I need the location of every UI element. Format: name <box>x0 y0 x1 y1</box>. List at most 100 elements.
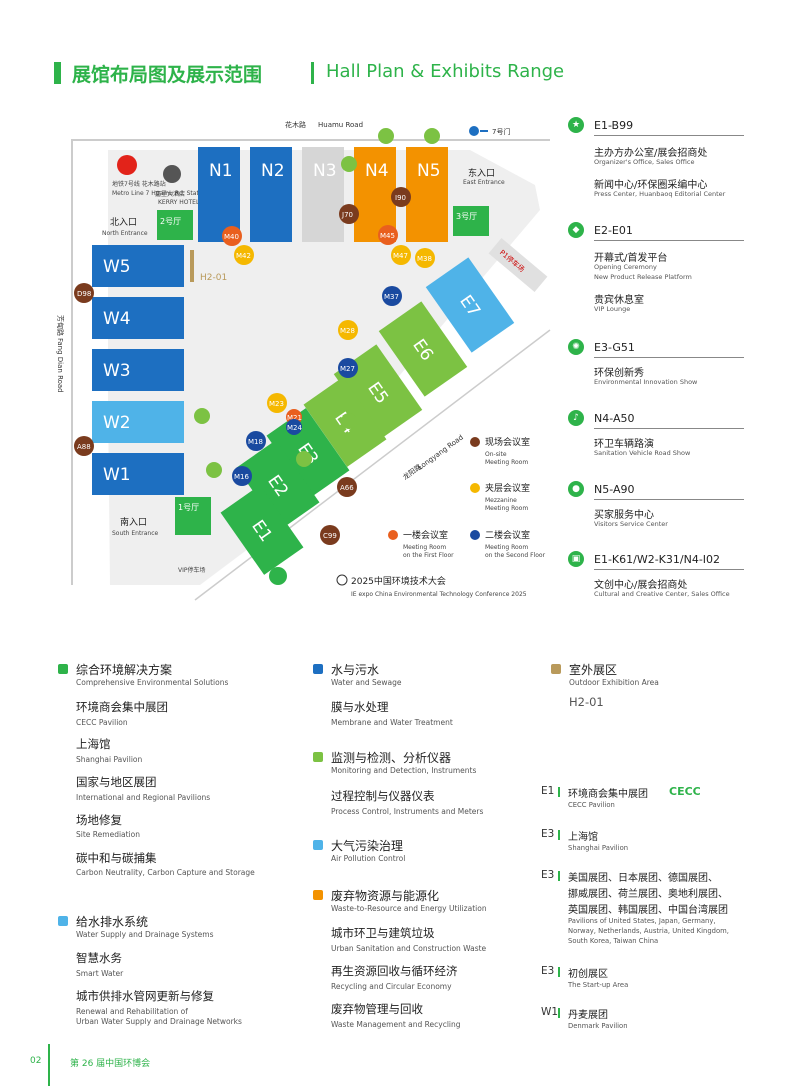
hall-w2[interactable] <box>92 401 184 443</box>
hall-e2[interactable]: E2 <box>236 440 320 530</box>
outdoor-area-marker <box>190 250 194 282</box>
hall-e7[interactable]: E7 <box>425 257 515 353</box>
legend-onsite-en1: On-site <box>485 451 507 458</box>
hall-n3[interactable] <box>302 147 344 242</box>
legend-second-en1: Meeting Room <box>485 544 528 551</box>
room-m24: M24 <box>286 419 302 435</box>
svg-text:M40: M40 <box>224 233 239 241</box>
pavilion-en: Denmark Pavilion <box>568 1022 628 1030</box>
location-item-en: Press Center, Huanbaoq Editorial Center <box>594 190 726 198</box>
hall-e1[interactable]: E1 <box>220 485 304 575</box>
north-entrance-en: North Entrance <box>102 230 148 237</box>
title-separator <box>311 62 314 84</box>
legend-first-cn: 一楼会议室 <box>403 529 448 541</box>
hall-e6[interactable]: E6 <box>378 301 468 397</box>
location-item-en: Organizer's Office, Sales Office <box>594 158 695 166</box>
room-i90: I90 <box>391 187 411 207</box>
category-title-en: Waste-to-Resource and Energy Utilization <box>331 904 487 913</box>
legend-mezz-en2: Meeting Room <box>485 505 528 512</box>
category-title-en: Air Pollution Control <box>331 854 406 863</box>
location-item-en: Sanitation Vehicle Road Show <box>594 449 691 457</box>
pavilion-hall: W1 <box>541 1006 559 1018</box>
hall-n4-label: N4 <box>365 161 389 181</box>
room-m40: M40 <box>222 226 242 246</box>
hall-w4[interactable] <box>92 297 184 339</box>
divider <box>594 240 744 241</box>
category-waste: 废弃物资源与能源化 Waste-to-Resource and Energy U… <box>313 887 533 1032</box>
svg-text:J70: J70 <box>341 211 353 219</box>
room-m37: M37 <box>382 286 402 306</box>
svg-text:M18: M18 <box>248 438 263 446</box>
person-icon: ● <box>568 481 584 497</box>
south-entrance-en: South Entrance <box>112 530 159 537</box>
location-item-cn: 环保创新秀 <box>594 368 644 379</box>
hall2-label: 2号厅 <box>160 217 181 226</box>
legend-onsite-en2: Meeting Room <box>485 459 528 466</box>
hall-w4-label: W4 <box>103 309 131 329</box>
pavilion-en: The Start-up Area <box>568 981 629 989</box>
hall-w3[interactable] <box>92 349 184 391</box>
location-code: E1-K61/W2-K31/N4-I02 <box>594 553 721 566</box>
location-item-en: Environmental Innovation Show <box>594 378 698 386</box>
metro-en: Metro Line 7 Huamu Rd. Station <box>112 190 208 197</box>
room-a66: A66 <box>337 477 357 497</box>
pavilion-bar <box>558 787 560 797</box>
category-air: 大气污染治理 Air Pollution Control <box>313 837 533 867</box>
location-item-cn: 贵宾休息室 <box>594 295 644 306</box>
subcategory-cn: 上海馆 <box>76 737 111 751</box>
subcategory-cn: 废弃物管理与回收 <box>331 1002 423 1016</box>
microphone-pin-icon[interactable] <box>341 156 357 172</box>
subcategory-en: Renewal and Rehabilitation of <box>76 1007 188 1016</box>
pavilion-cn: 美国展团、日本展团、德国展团、 <box>568 873 718 884</box>
legend-mezz-en1: Mezzanine <box>485 497 517 504</box>
location-item-en: Cultural and Creative Center, Sales Offi… <box>594 590 730 598</box>
location-item-en: New Product Release Platform <box>594 273 692 281</box>
category-title-en: Outdoor Exhibition Area <box>569 678 659 687</box>
pavilion-cecc: E1 环境商会集中展团 CECC Pavilion CECC <box>541 785 761 815</box>
pavilion-international: E3 美国展团、日本展团、德国展团、 挪威展团、荷兰展团、奥地利展团、 英国展团… <box>541 869 771 954</box>
category-title: 大气污染治理 <box>331 839 404 853</box>
legend-second-dot <box>470 530 480 540</box>
category-title: 给水排水系统 <box>76 915 149 929</box>
hotel-cn: 嘉里大酒店 <box>155 190 185 198</box>
pavilion-en: Shanghai Pavilion <box>568 844 629 852</box>
lightbulb-pin-icon[interactable] <box>341 413 357 429</box>
metro-cn: 地铁7号线 花木路站 <box>112 180 166 188</box>
svg-text:M24: M24 <box>287 424 302 432</box>
entrance-hall-1 <box>175 497 211 535</box>
room-m27: M27 <box>338 358 358 378</box>
location-item-cn: 新闻中心/环保圈采编中心 <box>594 180 708 191</box>
cart-pin-icon-w2[interactable] <box>194 408 210 424</box>
pavilion-en: Pavilions of United States, Japan, Germa… <box>568 917 716 925</box>
subcategory-en: Process Control, Instruments and Meters <box>331 807 484 816</box>
hall-w5[interactable] <box>92 245 184 287</box>
outdoor-area-code: H2-01 <box>569 695 604 709</box>
legend-onsite-cn: 现场会议室 <box>485 436 530 448</box>
legend-first-en1: Meeting Room <box>403 544 446 551</box>
star-pin-icon[interactable] <box>269 567 287 585</box>
pavilion-cn: 上海馆 <box>568 832 598 843</box>
room-c99: C99 <box>320 525 340 545</box>
hall-n5[interactable] <box>406 147 448 242</box>
category-swatch <box>551 664 561 674</box>
hall-map: 花木路 Huamu Road 芳甸路 Fang Dian Road 龙阳路 Lo… <box>0 100 560 615</box>
hall-n2[interactable] <box>250 147 292 242</box>
category-swatch <box>313 664 323 674</box>
legend-first-en2: on the First Floor <box>403 552 454 559</box>
hall-w1[interactable] <box>92 453 184 495</box>
cart-pin-icon[interactable] <box>378 128 394 144</box>
cart-pin-icon-e1[interactable] <box>206 462 222 478</box>
legend-second-cn: 二楼会议室 <box>485 529 530 541</box>
person-pin-icon[interactable] <box>424 128 440 144</box>
subcategory-en: Recycling and Circular Economy <box>331 982 452 991</box>
subcategory-cn: 膜与水处理 <box>331 700 389 714</box>
legend-first-dot <box>388 530 398 540</box>
pavilion-hall: E3 <box>541 828 555 840</box>
pavilion-bar <box>558 967 560 977</box>
stage-pin-icon[interactable] <box>296 451 312 467</box>
hall-w5-label: W5 <box>103 257 131 277</box>
svg-text:M27: M27 <box>340 365 355 373</box>
cecc-logo: CECC <box>669 785 701 798</box>
category-title: 废弃物资源与能源化 <box>331 889 440 903</box>
subcategory-cn: 城市供排水管网更新与修复 <box>76 989 214 1003</box>
